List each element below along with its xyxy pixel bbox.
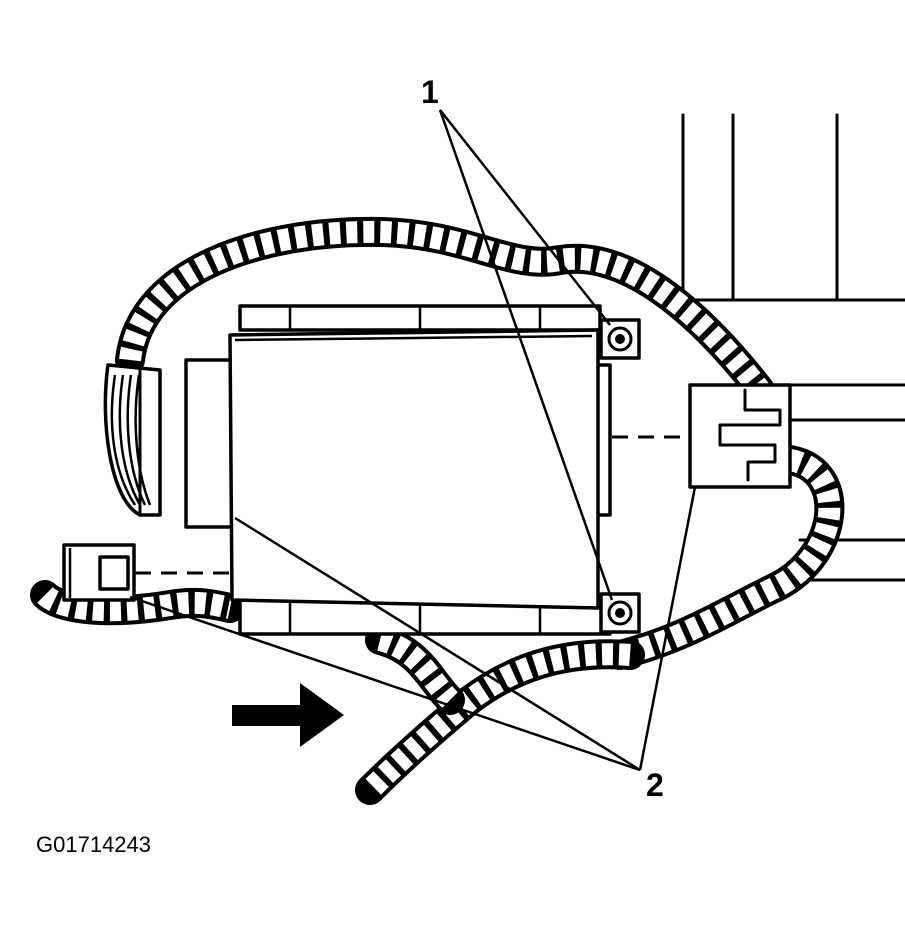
leader-lines-2: [129, 486, 697, 772]
figure-id: G01714243: [36, 832, 151, 857]
connector-right: [612, 383, 792, 489]
fastener-top: [599, 318, 641, 360]
callout-label-2: 2: [646, 767, 664, 803]
callout-label-1: 1: [421, 74, 439, 110]
leader-lines-1: [438, 109, 614, 601]
fastener-bottom: [599, 592, 641, 634]
connector-left: [62, 543, 232, 602]
wiring-harness-right: [605, 445, 845, 670]
nut-icon: [615, 334, 625, 344]
wiring-harness-upper: [115, 216, 775, 405]
wiring-harness-left: [30, 580, 245, 626]
control-module: [184, 304, 612, 636]
wiring-harness-lower: [355, 625, 645, 805]
arrow-right-icon: [232, 683, 344, 747]
nut-icon: [615, 608, 625, 618]
wire-bundle-left: [103, 363, 162, 517]
